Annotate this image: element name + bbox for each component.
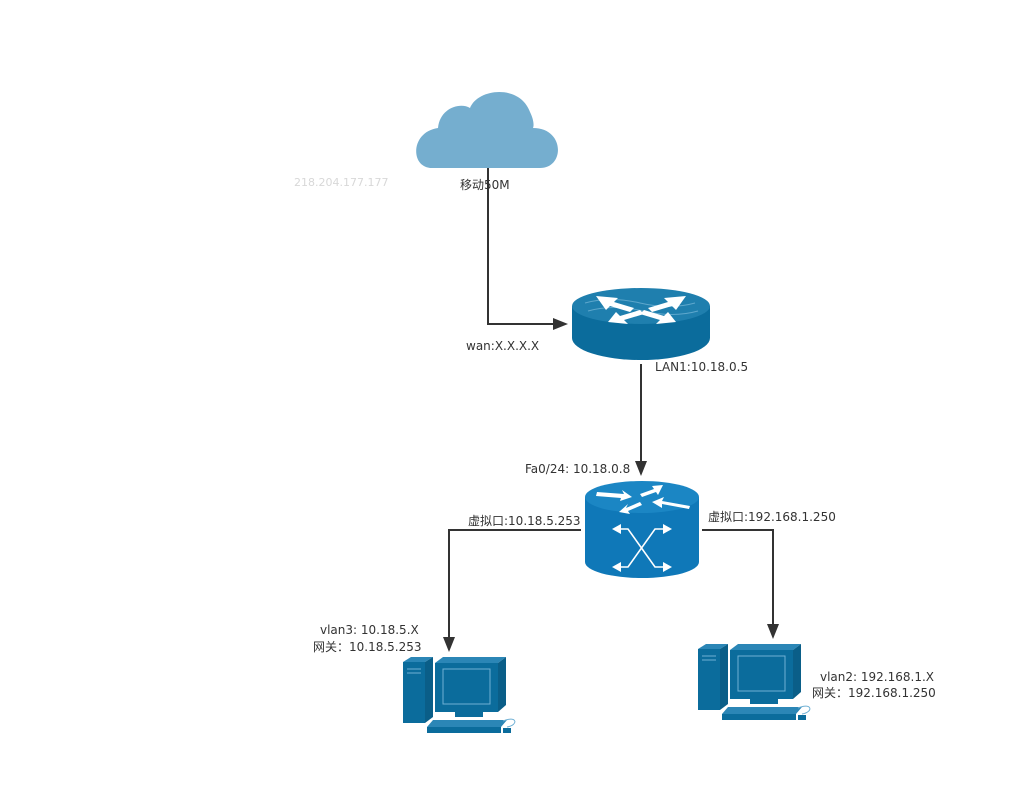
arrow-head xyxy=(767,624,779,639)
router-wan-label: wan:X.X.X.X xyxy=(466,339,539,353)
pc-right-vlan-label: vlan2: 192.168.1.X xyxy=(820,670,934,684)
switch-left-vif-label: 虚拟口:10.18.5.253 xyxy=(468,514,581,528)
pc-left-icon xyxy=(403,657,516,733)
pc-left-gateway-label: 网关：10.18.5.253 xyxy=(313,640,422,654)
pc-right-icon xyxy=(698,644,811,720)
switch-icon xyxy=(585,481,699,578)
edge-switch-pc-right xyxy=(702,529,779,639)
edge-cloud-router xyxy=(487,168,568,330)
cloud-faint-ip: 218.204.177.177 xyxy=(294,176,388,189)
pc-left-vlan-label: vlan3: 10.18.5.X xyxy=(320,623,419,637)
arrow-head xyxy=(443,637,455,652)
edge-router-switch xyxy=(635,364,647,476)
switch-uplink-label: Fa0/24: 10.18.0.8 xyxy=(525,462,630,476)
cloud-icon xyxy=(416,92,558,168)
router-icon xyxy=(572,288,710,360)
edge-switch-pc-left xyxy=(443,529,581,652)
cloud-label: 移动50M xyxy=(460,178,510,192)
arrow-head xyxy=(635,461,647,476)
arrow-head xyxy=(553,318,568,330)
router-lan-label: LAN1:10.18.0.5 xyxy=(655,360,748,374)
pc-right-gateway-label: 网关：192.168.1.250 xyxy=(812,686,936,700)
switch-right-vif-label: 虚拟口:192.168.1.250 xyxy=(708,510,836,524)
